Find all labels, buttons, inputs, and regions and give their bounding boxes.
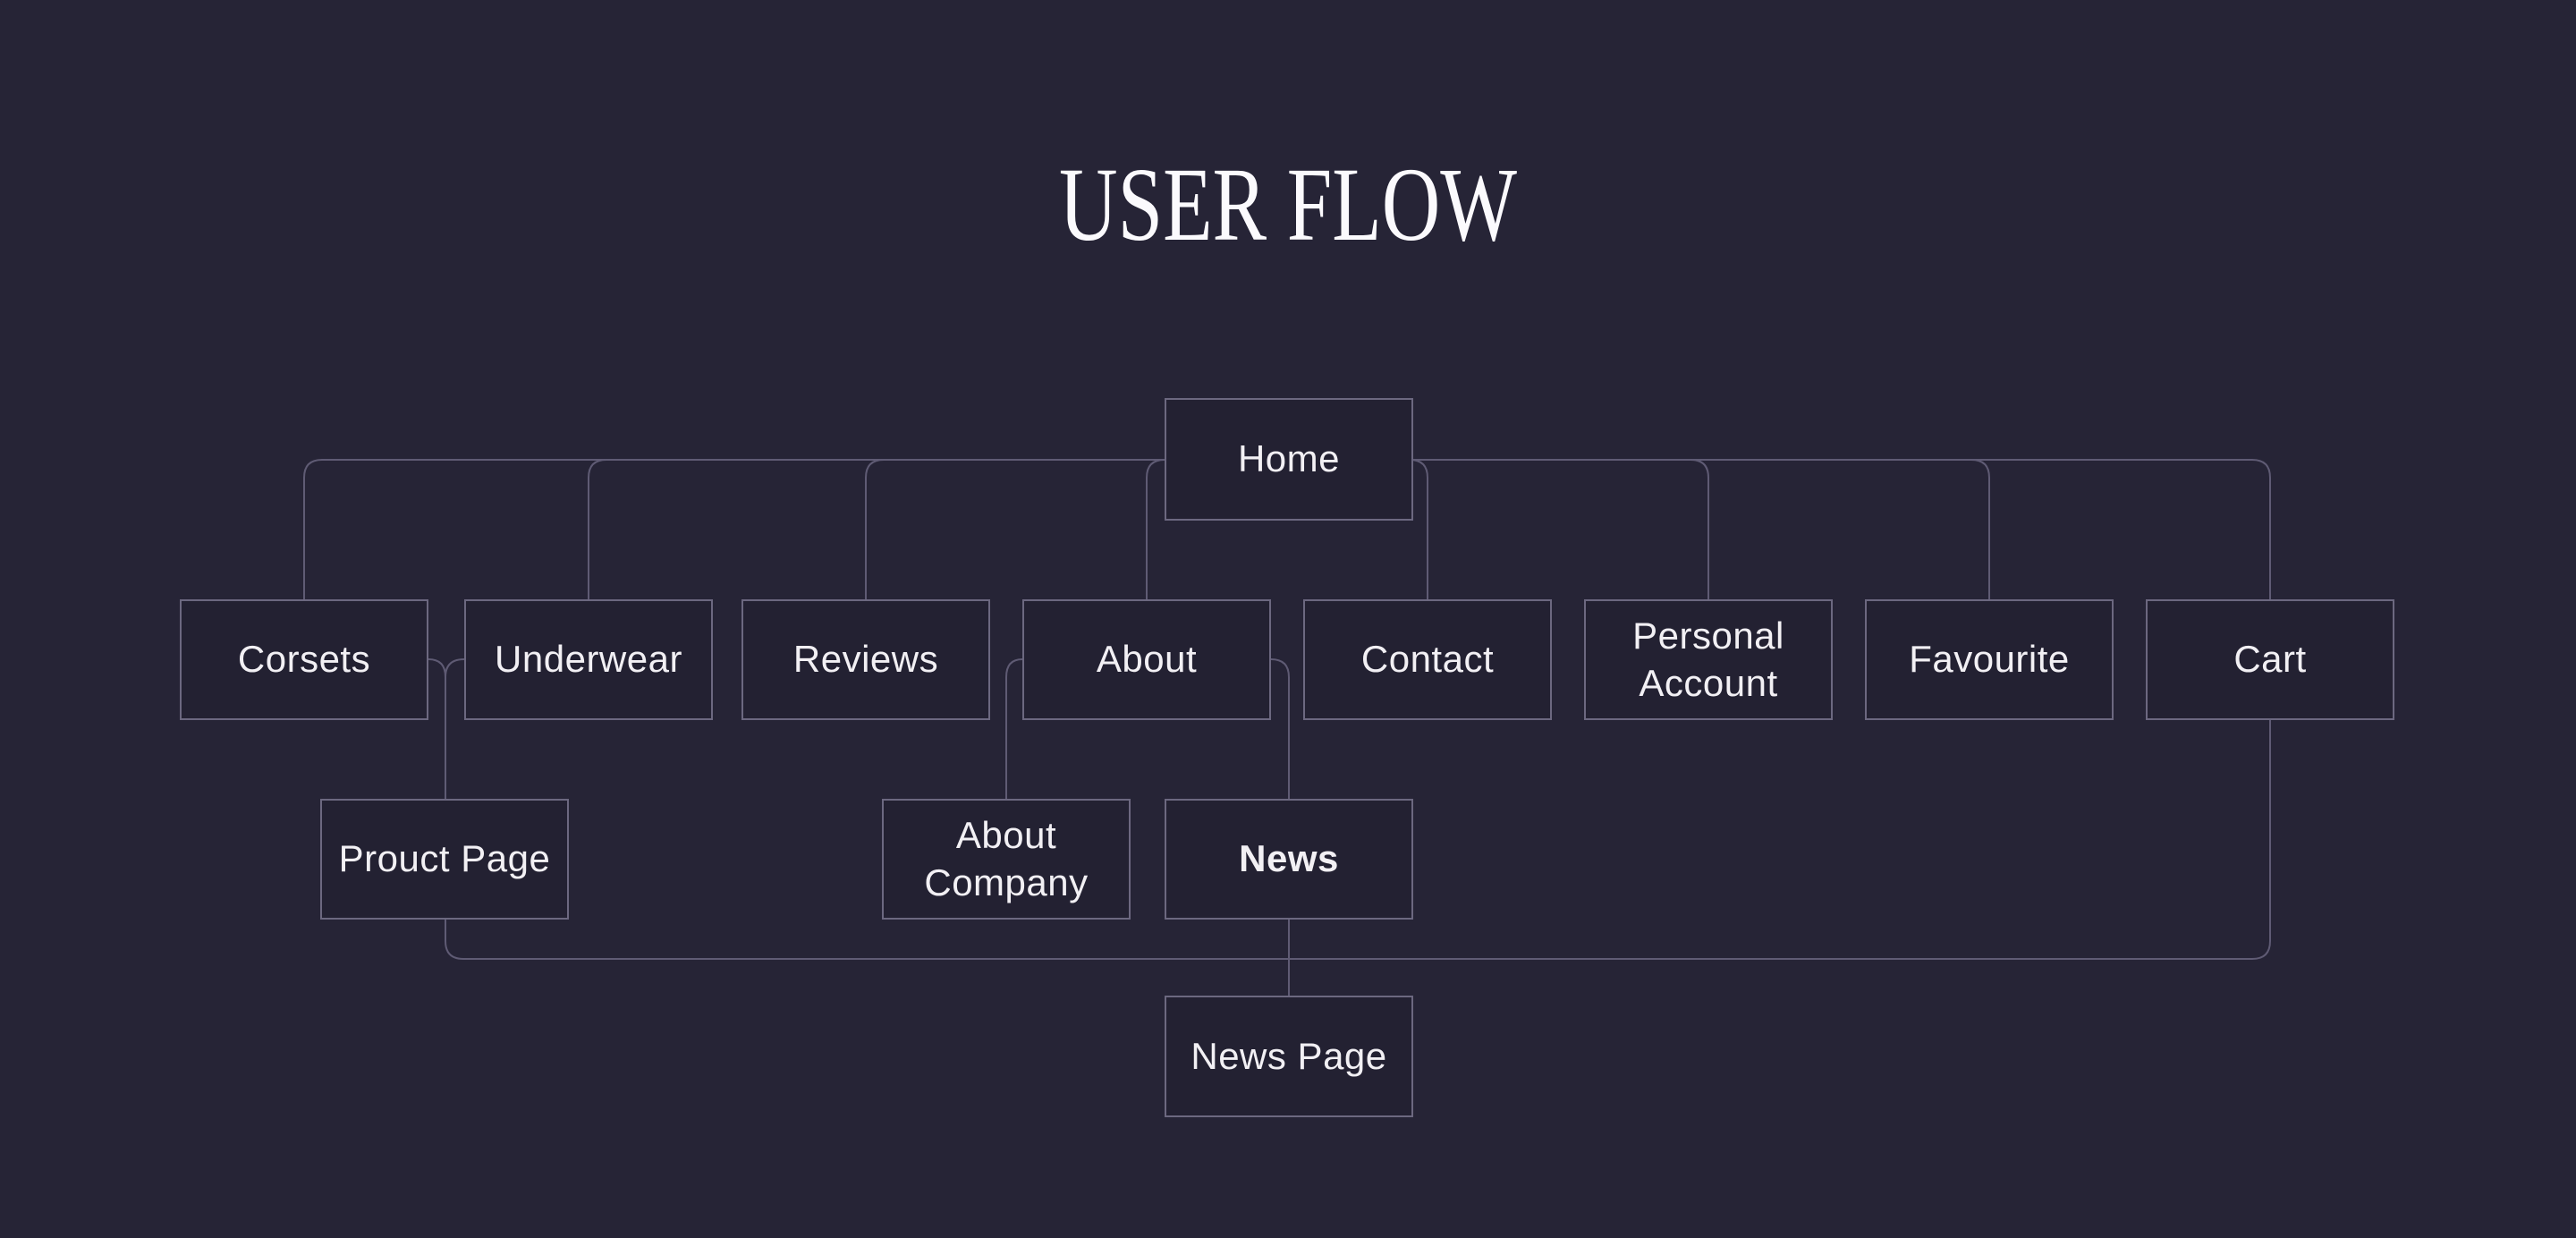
connector-underwear-prouct-page bbox=[445, 658, 465, 678]
connector-corsets-prouct-page bbox=[428, 658, 446, 799]
node-underwear[interactable]: Underwear bbox=[464, 599, 713, 720]
node-cart[interactable]: Cart bbox=[2146, 599, 2394, 720]
node-contact[interactable]: Contact bbox=[1303, 599, 1552, 720]
node-favourite[interactable]: Favourite bbox=[1865, 599, 2114, 720]
connector-drop-favourite bbox=[1970, 459, 1990, 599]
node-personal-account[interactable]: Personal Account bbox=[1584, 599, 1833, 720]
node-prouct-page[interactable]: Prouct Page bbox=[320, 799, 569, 920]
node-corsets[interactable]: Corsets bbox=[180, 599, 428, 720]
connector-drop-underwear bbox=[588, 459, 607, 599]
node-news[interactable]: News bbox=[1165, 799, 1413, 920]
connector-drop-personal-account bbox=[1690, 459, 1709, 599]
node-about-company[interactable]: About Company bbox=[882, 799, 1131, 920]
node-about[interactable]: About bbox=[1022, 599, 1271, 720]
connector-drop-about bbox=[1146, 459, 1165, 599]
connector-about-news bbox=[1270, 658, 1290, 799]
connector-prouct-page-cart bbox=[445, 720, 2271, 960]
node-news-page[interactable]: News Page bbox=[1165, 996, 1413, 1117]
node-home[interactable]: Home bbox=[1165, 398, 1413, 521]
connector-about-about-company bbox=[1005, 658, 1023, 799]
connector-drop-reviews bbox=[865, 459, 885, 599]
node-reviews[interactable]: Reviews bbox=[741, 599, 990, 720]
